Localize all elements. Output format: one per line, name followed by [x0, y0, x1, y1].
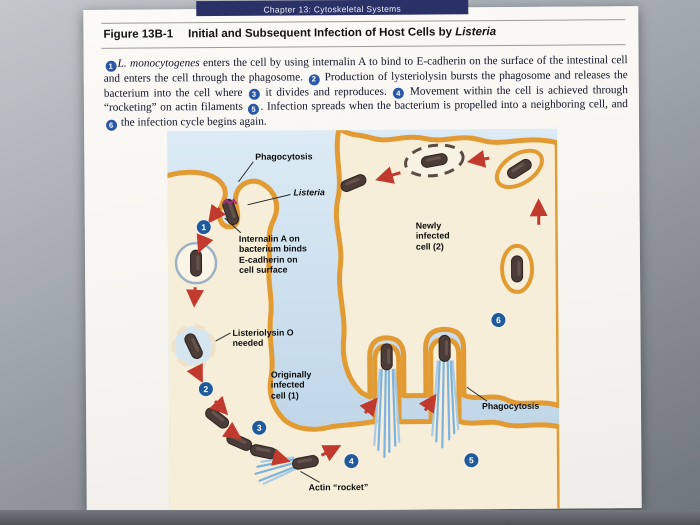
caption-step-number: 4	[392, 88, 404, 100]
cell-2-membrane	[333, 128, 560, 409]
textbook-page: Chapter 13: Cytoskeletal Systems Figure …	[83, 0, 642, 512]
step-badge-2: 2	[198, 382, 213, 397]
caption-step-number: 3	[248, 89, 260, 101]
caption-text: L. monocytogenes	[117, 57, 200, 70]
label-internalin: Internalin A on bacterium binds E-cadher…	[238, 233, 307, 275]
label-newly-infected-cell: Newly infected cell (2)	[415, 220, 450, 252]
label-listeria: Listeria	[293, 187, 325, 198]
chapter-header-text: Chapter 13: Cytoskeletal Systems	[263, 3, 402, 15]
bacterium	[510, 255, 524, 283]
label-phagocytosis-right: Phagocytosis	[481, 400, 540, 412]
leader-lines	[215, 161, 488, 483]
caption-step-number: 6	[105, 119, 117, 131]
label-actin-rocket: Actin “rocket”	[308, 481, 369, 493]
figure-label: Figure 13B-1	[103, 28, 174, 41]
caption-text: . Infection spreads when the bacterium i…	[260, 98, 628, 114]
chapter-header: Chapter 13: Cytoskeletal Systems	[196, 0, 469, 17]
caption-step-number: 5	[247, 103, 260, 115]
bacterium	[438, 334, 451, 362]
step-badge-6: 6	[491, 313, 506, 328]
title-rule-bottom	[101, 44, 626, 49]
monitor-bezel	[0, 510, 700, 525]
figure-title-text: Initial and Subsequent Infection of Host…	[188, 26, 456, 41]
figure-title-species: Listeria	[455, 26, 497, 39]
actin-tails	[254, 360, 460, 485]
caption-step-number: 2	[308, 73, 320, 85]
label-listeriolysin: Listeriolysin O needed	[232, 327, 294, 349]
figure-title: Figure 13B-1 Initial and Subsequent Infec…	[103, 25, 625, 41]
infection-diagram: Phagocytosis Listeria Internalin A on ba…	[167, 128, 560, 512]
step-badge-1: 1	[196, 220, 211, 235]
step-badge-4: 4	[344, 454, 359, 469]
internalin-marker	[221, 198, 238, 206]
bacterium	[380, 343, 393, 371]
red-arrows	[186, 150, 548, 466]
caption-text: the infection cycle begins again.	[118, 115, 267, 129]
caption-text: it divides and reproduces.	[260, 85, 392, 99]
label-originally-infected-cell: Originally infected cell (1)	[270, 369, 312, 401]
step-badge-5: 5	[464, 453, 479, 468]
caption-step-number: 1	[105, 60, 117, 72]
bacterium	[189, 249, 203, 277]
step-badge-3: 3	[252, 420, 267, 435]
title-rule-top	[101, 19, 626, 24]
label-phagocytosis-top: Phagocytosis	[255, 151, 313, 162]
